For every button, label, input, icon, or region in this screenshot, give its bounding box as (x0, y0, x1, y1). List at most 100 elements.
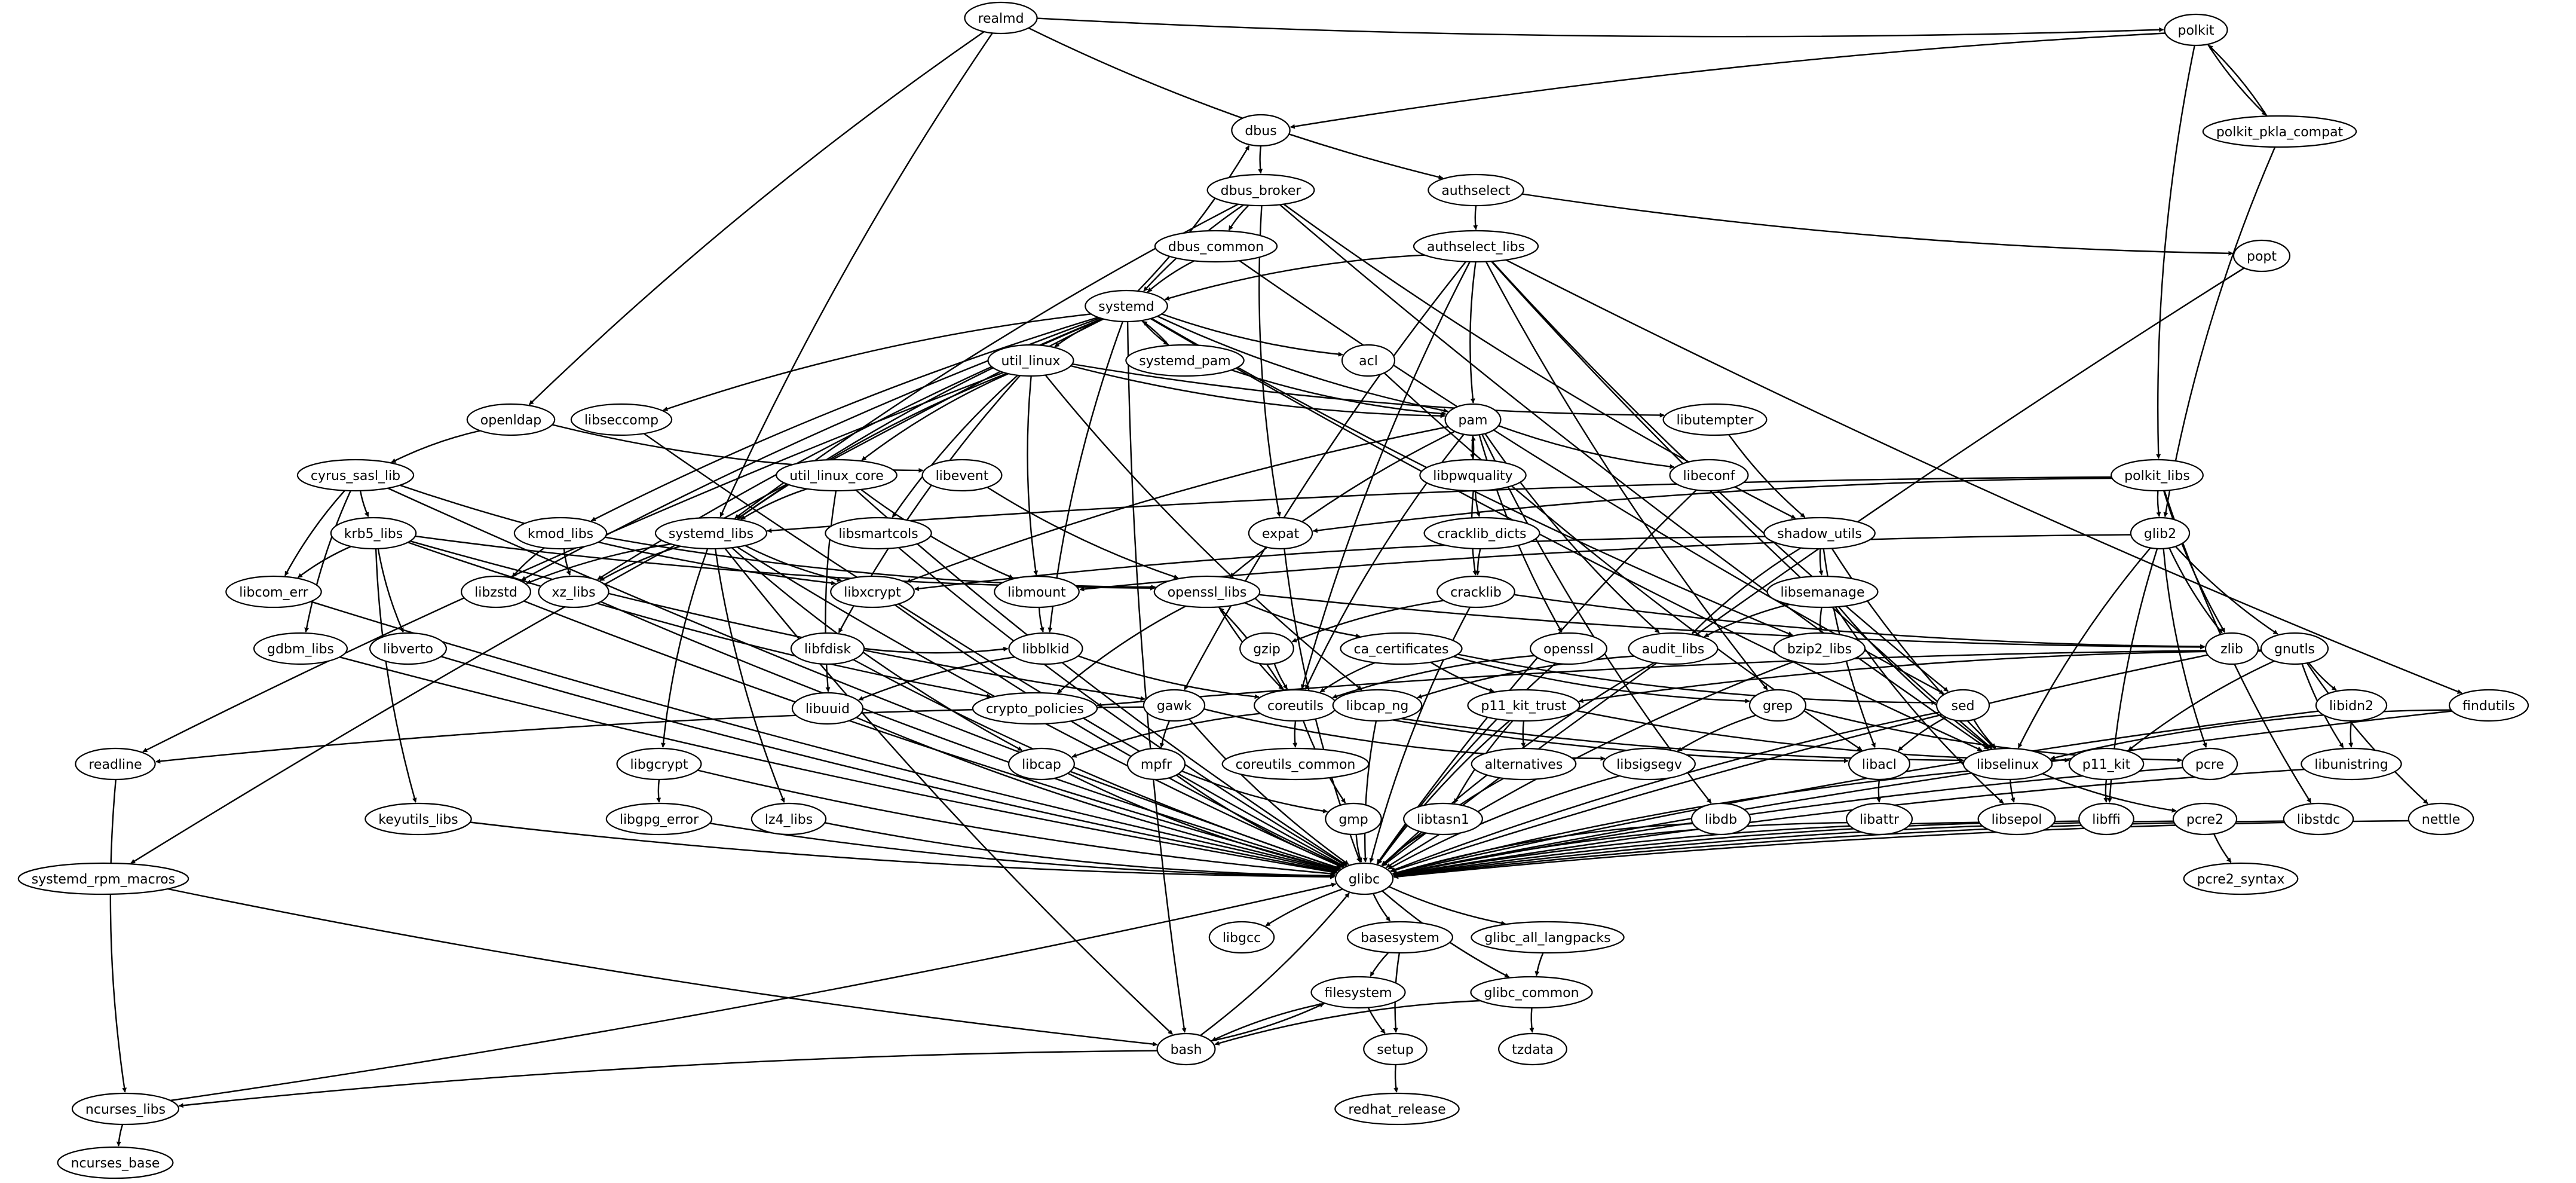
node-shape-util_linux (987, 344, 1074, 377)
node-shape-libevent (921, 458, 1003, 492)
node-shape-bzip2_libs (1773, 632, 1866, 665)
node-shape-cracklib (1436, 575, 1515, 609)
node-shape-p11_kit (2068, 747, 2145, 781)
node-shape-dbus (1231, 114, 1291, 147)
edge-gawk-to-glibc (1188, 718, 1349, 866)
edge-ncurses_libs-to-ncurses_base (116, 1124, 124, 1147)
node-shape-systemd_rpm_macros (17, 862, 189, 895)
node-label-findutils: findutils (2462, 699, 2515, 714)
edge-ca_certificates-to-grep (1453, 656, 1750, 704)
node-shape-gmp (1325, 802, 1382, 836)
node-label-libmount: libmount (1007, 585, 1066, 600)
node-label-libuuid: libuuid (805, 702, 850, 717)
edge-openssl-to-glibc (1377, 662, 1557, 864)
node-label-systemd: systemd (1098, 299, 1154, 314)
edge-systemd_pam-to-systemd (1142, 320, 1170, 346)
node-polkit_libs: polkit_libs (2111, 458, 2204, 492)
node-shape-openssl (1529, 632, 1608, 665)
edge-dbus_broker-to-dbus_common (1228, 204, 1249, 231)
edge-bash-to-filesystem (1211, 1002, 1325, 1042)
node-shape-pcre2_syntax (2183, 862, 2299, 895)
node-libcap_ng: libcap_ng (1332, 689, 1423, 722)
node-shape-openldap (466, 403, 556, 436)
node-shape-openssl_libs (1153, 575, 1261, 609)
edge-util_linux-to-pam (1070, 365, 1445, 418)
node-basesystem: basesystem (1346, 921, 1454, 954)
edge-libsemanage-to-libsepol (1834, 606, 2004, 804)
edge-libcom_err-to-glibc (310, 601, 1338, 873)
node-label-keyutils_libs: keyutils_libs (378, 812, 458, 827)
node-expat: expat (1248, 516, 1313, 550)
node-label-lz4_libs: lz4_libs (765, 812, 813, 827)
edge-zlib-to-glibc (1390, 654, 2209, 873)
edge-gmp-to-glibc (1355, 834, 1362, 863)
node-tzdata: tzdata (1498, 1032, 1567, 1066)
node-shape-libgcrypt (616, 747, 702, 781)
edge-libgpg_error-to-glibc (709, 823, 1336, 879)
node-pcre: pcre (2181, 747, 2238, 781)
edge-mpfr-to-gmp (1181, 770, 1328, 814)
edge-libidn2-to-glibc (1392, 710, 2319, 875)
node-label-util_linux: util_linux (1001, 354, 1061, 369)
edge-gnutls-to-libidn2 (2308, 662, 2337, 691)
node-label-gzip: gzip (1253, 642, 1281, 657)
edge-libselinux-to-pcre2 (2042, 773, 2177, 813)
node-libacl: libacl (1848, 747, 1911, 781)
edge-cyrus_sasl_lib-to-libxcrypt (399, 484, 837, 586)
edge-cracklib-to-zlib (1514, 594, 2206, 649)
node-ca_certificates: ca_certificates (1340, 632, 1463, 665)
edge-bash-to-glibc (1199, 892, 1350, 1037)
node-label-grep: grep (1763, 699, 1793, 714)
node-lz4_libs: lz4_libs (751, 802, 827, 836)
edge-findutils-to-glibc (1392, 710, 2452, 876)
node-util_linux: util_linux (987, 344, 1074, 377)
node-shape-readline (75, 747, 156, 781)
node-shape-alternatives (1471, 747, 1577, 781)
edge-kmod_libs-to-xz_libs (563, 548, 571, 576)
edge-authselect_libs-to-coreutils (1300, 261, 1471, 690)
edge-libevent-to-openssl_libs (987, 487, 1179, 579)
edge-gnutls-to-crypto_policies (1096, 649, 2262, 708)
node-label-libseccomp: libseccomp (584, 413, 658, 428)
node-label-crypto_policies: crypto_policies (986, 702, 1084, 717)
edge-sed-to-libacl (1897, 716, 1947, 751)
node-shape-kmod_libs (513, 516, 608, 550)
edge-krb5_libs-to-libverto (377, 548, 404, 633)
edge-systemd_libs-to-lz4_libs (714, 548, 785, 803)
node-libmount: libmount (994, 575, 1080, 609)
node-label-authselect: authselect (1441, 184, 1511, 198)
edge-krb5_libs-to-libcom_err (297, 545, 351, 579)
edge-gnutls-to-nettle (2306, 662, 2428, 805)
node-label-authselect_libs: authselect_libs (1427, 240, 1525, 255)
node-nettle: nettle (2407, 802, 2474, 836)
node-libuuid: libuuid (791, 692, 864, 725)
node-shape-gawk (1142, 689, 1206, 722)
node-shape-libeconf (1669, 458, 1749, 492)
node-label-gdbm_libs: gdbm_libs (267, 642, 334, 657)
node-shape-cracklib_dicts (1423, 516, 1540, 550)
node-label-libselinux: libselinux (1977, 757, 2039, 772)
node-shape-libcap (1008, 747, 1075, 781)
edge-libxcrypt-to-glibc (894, 604, 1344, 867)
node-label-polkit_libs: polkit_libs (2124, 469, 2190, 484)
node-libunistring: libunistring (2301, 747, 2402, 781)
edge-cracklib_dicts-to-cracklib (1475, 548, 1481, 576)
edge-polkit_pkla_compat-to-glib2 (2163, 146, 2276, 518)
edge-systemd-to-kmod_libs (590, 316, 1099, 522)
node-label-libsmartcols: libsmartcols (838, 527, 918, 542)
node-shape-libpwquality (1419, 458, 1527, 492)
node-label-libzstd: libzstd (474, 585, 517, 600)
node-shape-gnutls (2260, 632, 2329, 665)
node-label-systemd_libs: systemd_libs (669, 527, 753, 542)
node-label-pcre: pcre (2195, 757, 2224, 772)
node-shape-gzip (1239, 632, 1294, 665)
edge-util_linux-to-util_linux_core (861, 373, 1009, 461)
edge-authselect_libs-to-libselinux (1491, 261, 1993, 750)
node-shape-libunistring (2301, 747, 2402, 781)
node-libcom_err: libcom_err (225, 575, 322, 609)
edge-libsemanage-to-libselinux (1837, 606, 1992, 750)
edge-shadow_utils-to-libsemanage (1818, 548, 1824, 576)
node-shape-setup (1363, 1032, 1428, 1066)
node-ncurses_base: ncurses_base (57, 1146, 174, 1179)
edge-gnutls-to-p11_kit (2128, 660, 2275, 751)
